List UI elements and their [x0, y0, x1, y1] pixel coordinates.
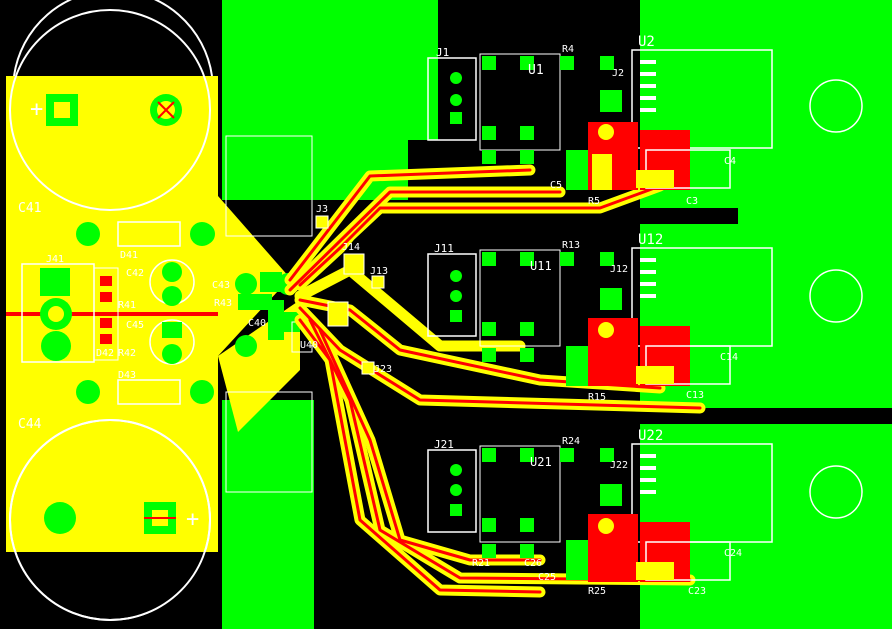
label-j21: J21	[434, 438, 454, 451]
label-j11: J11	[434, 242, 454, 255]
connector-j41	[21, 263, 119, 363]
label-u11: U11	[530, 259, 552, 273]
capacitor-c44-body	[9, 419, 211, 621]
label-c23: C23	[688, 586, 706, 597]
label-r21: R21	[472, 558, 490, 569]
label-c44: C44	[18, 417, 42, 432]
label-d43: D43	[118, 370, 136, 381]
label-r41: R41	[118, 300, 136, 311]
label-u21: U21	[530, 455, 552, 469]
label-c13: C13	[686, 390, 704, 401]
diode-d43	[76, 379, 214, 405]
label-c41: C41	[18, 201, 41, 216]
label-r25: R25	[588, 586, 606, 597]
label-j12: J12	[610, 264, 628, 275]
label-c25: C25	[538, 572, 556, 583]
svg-text:+: +	[186, 507, 199, 532]
channel-3	[427, 443, 863, 582]
label-u2: U2	[638, 34, 655, 50]
label-c3: C3	[686, 196, 698, 207]
label-r42: R42	[118, 348, 136, 359]
label-j41: J41	[46, 254, 64, 265]
svg-text:+: +	[30, 97, 43, 122]
silkscreen-labels: C41 C44 J41 D41 C42 R41 C45 R42 D43 C43 …	[18, 34, 742, 597]
label-r4: R4	[562, 44, 574, 55]
label-c14: C14	[720, 352, 738, 363]
label-c42: C42	[126, 268, 144, 279]
label-d42: D42	[96, 348, 114, 359]
capacitor-c41-body	[9, 0, 213, 211]
channel-1	[427, 49, 863, 190]
label-j1: J1	[436, 46, 449, 59]
regulator-u40-pads	[193, 135, 313, 493]
label-c5: C5	[550, 180, 562, 191]
label-j13: J13	[370, 266, 388, 277]
c44-pads: +	[44, 502, 199, 534]
label-r24: R24	[562, 436, 580, 447]
label-u40: U40	[300, 340, 318, 351]
label-d41: D41	[120, 250, 138, 261]
label-c40: C40	[248, 318, 266, 329]
label-c45: C45	[126, 320, 144, 331]
label-r43: R43	[214, 298, 232, 309]
label-r13: R13	[562, 240, 580, 251]
label-j22: J22	[610, 460, 628, 471]
label-u12: U12	[638, 232, 663, 248]
channel-2	[427, 247, 863, 386]
label-j3: J3	[316, 204, 328, 215]
label-j14: J14	[342, 242, 360, 253]
label-c43: C43	[212, 280, 230, 291]
label-u22: U22	[638, 428, 663, 444]
c41-pads: +	[30, 94, 182, 126]
label-j2: J2	[612, 68, 624, 79]
label-c24: C24	[724, 548, 742, 559]
label-c26: C26	[524, 558, 542, 569]
label-j23: J23	[374, 364, 392, 375]
jumpers-j3-j23	[315, 215, 385, 375]
label-c4: C4	[724, 156, 736, 167]
label-u1: U1	[528, 63, 544, 78]
label-r5: R5	[588, 196, 600, 207]
caps-c42-c45	[149, 259, 195, 365]
label-r15: R15	[588, 392, 606, 403]
